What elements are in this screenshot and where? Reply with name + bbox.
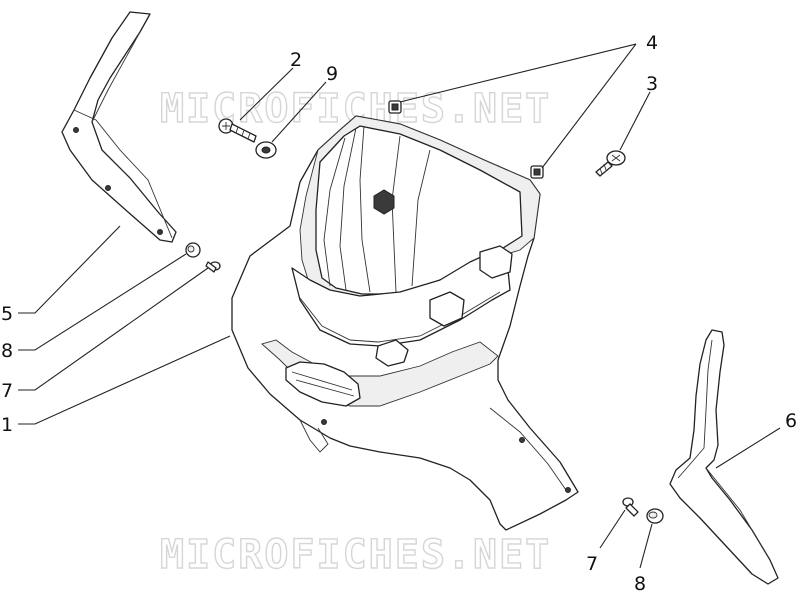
callout-2-bolt: 2	[290, 49, 302, 71]
callout-7-screw-left: 7	[1, 380, 13, 402]
part-grommet-right	[646, 508, 664, 524]
part-screw-3	[595, 150, 626, 177]
part-clip-lower	[530, 165, 544, 179]
callout-3-screw: 3	[646, 73, 658, 95]
callout-8-grommet-right: 8	[634, 573, 646, 595]
callout-4-clip: 4	[646, 32, 658, 54]
watermark-bottom: MICROFICHES.NET	[160, 532, 551, 578]
leader-lines	[18, 43, 781, 569]
part-right-trim	[669, 329, 779, 585]
callout-8-grommet-left: 8	[1, 340, 13, 362]
part-front-shield	[231, 115, 579, 531]
part-spacer	[255, 141, 277, 159]
part-grommet-left	[185, 242, 201, 258]
part-clip-upper	[388, 100, 402, 114]
callout-9-spacer: 9	[326, 63, 338, 85]
callout-5-left-trim: 5	[1, 303, 13, 325]
part-bolt	[218, 118, 257, 143]
callout-1-front-shield: 1	[1, 414, 13, 436]
part-screw-right	[622, 497, 639, 517]
part-screw-left	[205, 261, 221, 273]
callout-7-screw-right: 7	[586, 553, 598, 575]
part-left-trim	[61, 11, 177, 243]
callout-6-right-trim: 6	[785, 410, 797, 432]
